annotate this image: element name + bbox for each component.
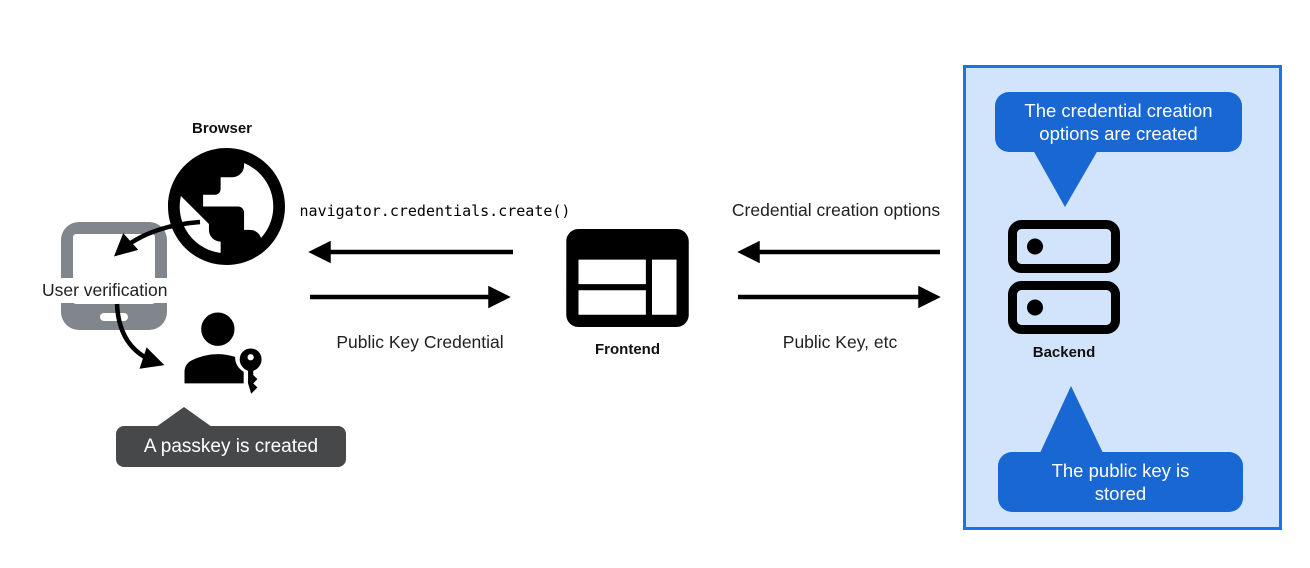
passkey-tooltip-text: A passkey is created: [143, 435, 319, 457]
browser-label: Browser: [191, 120, 253, 137]
navigator-credentials-create-label: navigator.credentials.create(): [299, 202, 571, 220]
public-key-credential-label: Public Key Credential: [336, 332, 504, 352]
browser-window-icon: [566, 229, 689, 327]
frontend-label: Frontend: [595, 341, 660, 358]
options-created-callout: The credential creation options are crea…: [995, 92, 1242, 152]
passkey-tooltip: A passkey is created: [116, 426, 346, 467]
server-stack-icon: [1008, 220, 1120, 334]
public-key-stored-callout-tail: [1040, 386, 1103, 453]
smartphone-home-bar: [100, 313, 128, 321]
server-led-bottom: [1027, 299, 1043, 316]
person-with-key-icon: [184, 312, 262, 394]
user-verification-label: User verification: [38, 278, 172, 303]
public-key-etc-label: Public Key, etc: [782, 332, 898, 352]
smartphone-icon: [61, 222, 167, 330]
server-led-top: [1027, 238, 1043, 255]
public-key-stored-callout: The public key is stored: [998, 452, 1243, 512]
options-created-callout-tail: [1033, 150, 1098, 207]
passkey-tooltip-tail: [156, 407, 212, 427]
public-key-stored-callout-text: The public key is stored: [1051, 460, 1190, 504]
backend-label: Backend: [1032, 344, 1096, 361]
globe-icon: [168, 148, 285, 265]
options-created-callout-text: The credential creation options are crea…: [1024, 100, 1213, 144]
credential-creation-options-label: Credential creation options: [731, 200, 941, 220]
